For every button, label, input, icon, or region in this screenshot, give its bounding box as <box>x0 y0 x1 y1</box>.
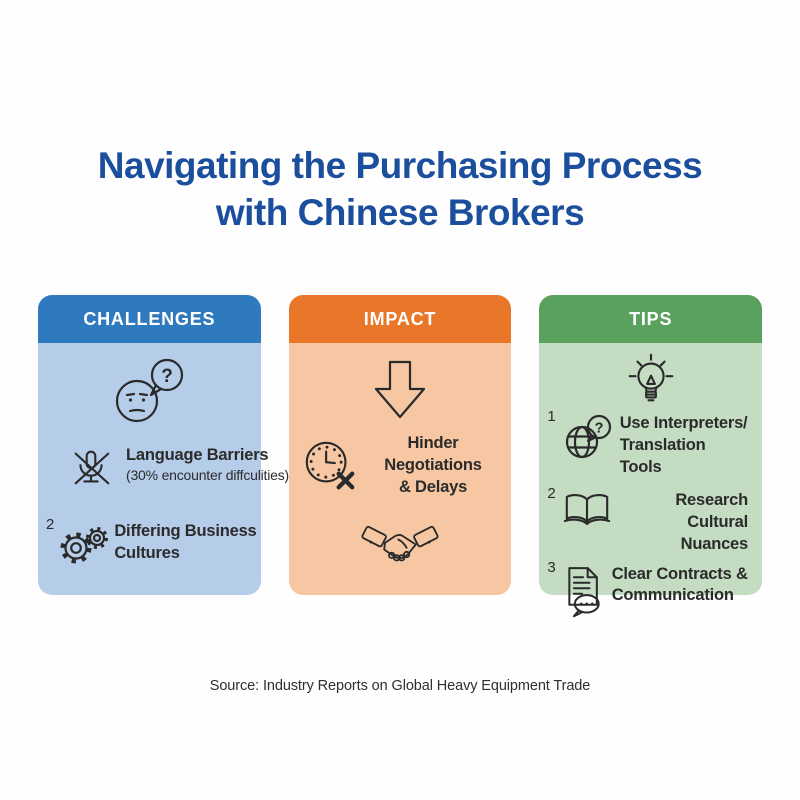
tip-research-line1: Research Cultural <box>675 491 749 532</box>
challenge-item-number: 2 <box>46 516 55 533</box>
lightbulb-icon <box>539 351 762 411</box>
muted-microphone-icon <box>68 445 114 491</box>
clock-cancel-icon <box>301 437 359 495</box>
tip-number-3: 3 <box>547 558 556 576</box>
challenge-item-language-title: Language Barriers <box>126 446 269 464</box>
challenge-item-cultures: 2 <box>38 517 261 565</box>
down-arrow-icon <box>289 359 512 421</box>
tips-header-label: TIPS <box>629 308 673 329</box>
impact-item-title-line1: Hinder Negotiations <box>384 434 482 474</box>
tip-interpreters-line1: Use Interpreters/ <box>619 414 748 432</box>
challenge-item-language-subtitle: (30% encounter diffculities) <box>126 466 290 483</box>
document-chat-icon <box>562 564 606 618</box>
tip-item-interpreters: 1 ? <box>539 409 762 478</box>
tip-interpreters-line2: Translation Tools <box>619 435 706 476</box>
columns-row: CHALLENGES <box>38 295 763 617</box>
tip-item-contracts: 3 <box>539 560 762 618</box>
challenges-header: CHALLENGES <box>38 295 261 343</box>
tip-number-2: 2 <box>547 485 556 503</box>
confused-face-question-icon: ? <box>38 355 261 427</box>
tips-card: TIPS <box>539 295 763 617</box>
challenges-header-label: CHALLENGES <box>83 308 216 329</box>
impact-body: Hinder Negotiations & Delays <box>288 343 512 595</box>
tip-contracts-line1: Clear Contracts & <box>611 564 748 583</box>
challenges-card: CHALLENGES <box>38 295 289 595</box>
impact-header: IMPACT <box>288 295 512 343</box>
tip-research-line2: Nuances <box>680 534 749 553</box>
tip-number-1: 1 <box>547 408 556 425</box>
impact-item-delays: Hinder Negotiations & Delays <box>289 433 512 498</box>
challenge-item-cultures-title2: Cultures <box>114 543 180 562</box>
page-title-line2: with Chinese Brokers <box>215 192 585 234</box>
open-book-icon <box>562 490 612 530</box>
challenge-item-cultures-title: Differing Business <box>114 522 257 540</box>
impact-header-label: IMPACT <box>363 308 437 329</box>
gears-icon <box>58 521 110 565</box>
svg-text:?: ? <box>594 421 603 437</box>
svg-text:?: ? <box>162 366 174 387</box>
page-title: Navigating the Purchasing Process with C… <box>0 142 800 237</box>
tip-item-research: 2 Research Cultural <box>539 486 762 555</box>
tips-body: 1 ? <box>539 343 763 617</box>
impact-item-title-line2: & Delays <box>398 477 468 496</box>
tip-contracts-line2: Communication <box>611 586 734 605</box>
globe-question-icon: ? <box>562 413 614 461</box>
tips-header: TIPS <box>539 295 763 343</box>
impact-card: IMPACT <box>288 295 512 595</box>
source-attribution: Source: Industry Reports on Global Heavy… <box>209 678 591 694</box>
page-title-line1: Navigating the Purchasing Process <box>97 145 703 186</box>
challenge-item-language: Language Barriers (30% encounter diffcul… <box>38 445 289 491</box>
handshake-icon <box>289 520 512 574</box>
challenges-body: ? <box>38 343 289 595</box>
